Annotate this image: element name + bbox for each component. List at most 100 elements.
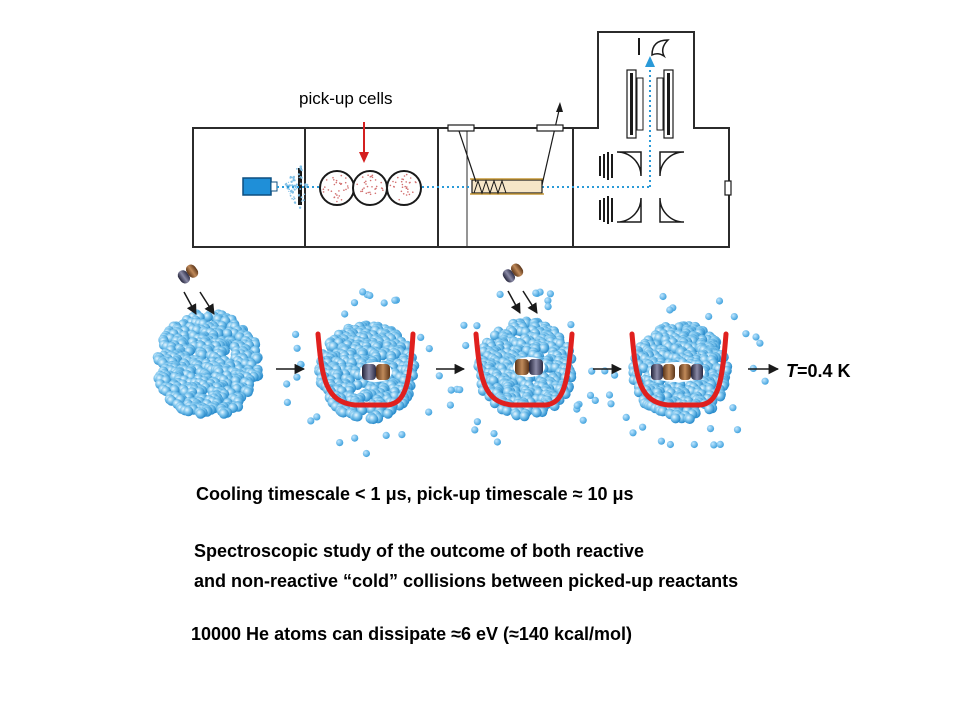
spray-dot	[296, 168, 298, 170]
spray-dot	[293, 197, 296, 200]
cell-vapor-dot	[338, 195, 341, 197]
helium-atom	[538, 343, 549, 354]
apparatus-schematic	[192, 31, 732, 248]
evaporated-helium-atom	[341, 310, 349, 318]
wire-arrow-icon	[556, 102, 563, 112]
spray-dot	[295, 183, 298, 186]
cell-vapor-dot	[333, 196, 336, 198]
cell-vapor-dot	[324, 186, 326, 188]
evaporated-helium-atom	[761, 377, 769, 385]
pickup-cells	[319, 170, 422, 206]
cell-vapor-dot	[347, 187, 349, 189]
cell-vapor-dot	[346, 185, 349, 187]
spray-dot	[290, 180, 293, 183]
evaporated-helium-atom	[579, 416, 587, 424]
spray-dot	[298, 206, 302, 209]
potential-well-icon	[473, 331, 575, 408]
cell-vapor-dot	[394, 181, 397, 184]
evaporated-helium-atom	[382, 431, 390, 439]
spectroscopy-text-line-2: and non-reactive “cold” collisions betwe…	[194, 571, 739, 591]
cell-vapor-dot	[336, 194, 338, 196]
helium-atom	[501, 405, 512, 416]
cell-vapor-dot	[365, 180, 367, 183]
cell-vapor-dot	[361, 188, 364, 191]
cell-vapor-dot	[361, 176, 364, 178]
cell-vapor-dot	[409, 181, 411, 184]
cell-vapor-dot	[336, 200, 338, 203]
nozzle-tip	[270, 181, 278, 192]
spray-dot	[300, 169, 303, 172]
evaporated-helium-atom	[313, 413, 321, 421]
cell-vapor-dot	[333, 179, 335, 181]
evaporated-helium-atom	[752, 333, 760, 341]
helium-atom	[222, 328, 233, 339]
cell-vapor-dot	[360, 190, 362, 193]
cell-vapor-dot	[361, 190, 364, 193]
potential-well-icon	[629, 331, 729, 408]
cell-vapor-dot	[389, 184, 392, 187]
spray-dot	[300, 176, 303, 179]
cell-vapor-dot	[370, 175, 373, 178]
evaporated-helium-atom	[666, 306, 674, 314]
cell-vapor-dot	[375, 185, 378, 188]
spray-dot	[291, 184, 294, 187]
vacuum-chamber-outline	[192, 31, 730, 248]
cell-vapor-dot	[371, 176, 374, 179]
cell-vapor-dot	[401, 178, 403, 180]
temperature-label: T=0.4 K	[786, 361, 851, 382]
cell-vapor-dot	[403, 175, 406, 177]
spray-dot	[293, 196, 295, 198]
spray-dot	[290, 176, 293, 179]
spray-dot	[291, 197, 293, 200]
cell-vapor-dot	[415, 181, 417, 184]
cell-vapor-dot	[366, 185, 369, 188]
spray-dot	[288, 184, 291, 187]
spray-dot	[285, 182, 288, 185]
spectroscopy-text-line-1: Spectroscopic study of the outcome of bo…	[194, 541, 645, 561]
cell-vapor-dot	[367, 191, 370, 194]
evaporated-helium-atom	[473, 418, 481, 426]
pickup-arrow-icon	[199, 291, 215, 315]
incoming-molecule-icon	[502, 263, 524, 283]
heater-coil	[473, 179, 507, 195]
cell-vapor-dot	[407, 188, 409, 190]
evaporated-helium-atom	[629, 429, 637, 437]
pickup-arrow-icon	[359, 152, 369, 163]
evaporated-helium-atom	[351, 434, 359, 442]
evaporated-helium-atom	[496, 290, 504, 298]
evaporated-helium-atom	[729, 404, 737, 412]
evaporated-helium-atom	[398, 431, 406, 439]
cell-vapor-dot	[380, 181, 383, 184]
evaporated-helium-atom	[573, 402, 581, 410]
spray-dot	[300, 196, 303, 199]
cell-vapor-dot	[407, 191, 409, 193]
spray-dot	[303, 193, 306, 196]
spray-dot	[293, 198, 295, 201]
spray-dot	[297, 173, 300, 176]
cell-vapor-dot	[332, 176, 334, 179]
evaporated-helium-atom	[292, 330, 300, 338]
helium-atom	[338, 407, 349, 418]
embedded-molecule	[360, 362, 392, 382]
evaporated-helium-atom	[715, 297, 724, 305]
cell-vapor-dot	[345, 188, 347, 191]
helium-atom	[218, 408, 229, 419]
cell-vapor-dot	[330, 190, 333, 192]
evaporated-helium-atom	[611, 371, 619, 379]
pickup-cells-label: pick-up cells	[299, 89, 393, 108]
cell-vapor-dot	[322, 191, 325, 193]
evaporated-helium-atom	[710, 441, 718, 449]
pickup-cell	[319, 170, 355, 206]
evaporated-helium-atom	[742, 330, 750, 338]
cell-vapor-dot	[338, 190, 340, 192]
evaporated-helium-atom	[733, 426, 742, 434]
evaporated-helium-atom	[425, 345, 433, 353]
evaporated-helium-atom	[607, 400, 615, 408]
evaporated-helium-atom	[293, 344, 301, 352]
cell-vapor-dot	[374, 192, 377, 195]
evaporated-helium-atom	[425, 408, 433, 416]
cell-vapor-dot	[333, 183, 336, 186]
evaporated-helium-atom	[544, 303, 552, 311]
helium-atom	[531, 407, 542, 418]
evaporated-helium-atom	[297, 360, 305, 368]
